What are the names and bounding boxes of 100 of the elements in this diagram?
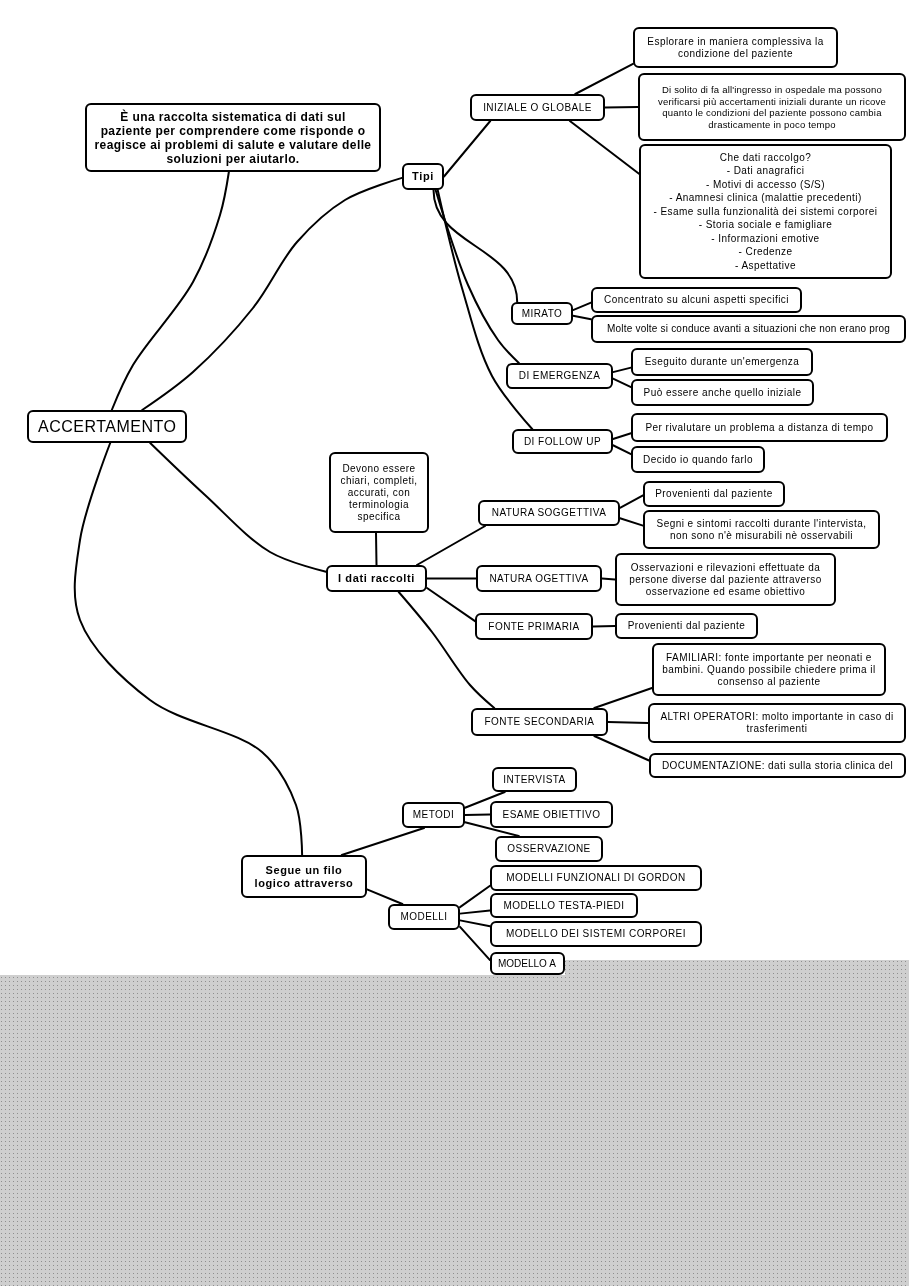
note-box: [615, 613, 758, 639]
note-box: [631, 348, 813, 376]
subtopic-box: [490, 801, 613, 828]
subtopic-text: METODI: [412, 809, 455, 821]
subtopic-text: OSSERVAZIONE: [507, 843, 591, 855]
note-box: [638, 73, 906, 141]
note-text: Decido io quando farlo: [643, 453, 753, 466]
subtopic-box: [471, 708, 608, 736]
note-box: [633, 27, 838, 68]
connector-line: [619, 517, 644, 527]
topic-text: Segue un filo logico attraverso: [253, 863, 355, 890]
subtopic-box: [512, 429, 613, 454]
note-box: [591, 287, 802, 313]
connector-line: [426, 577, 477, 580]
connector-line: [426, 586, 476, 623]
subtopic-box: [478, 500, 620, 526]
connector-line: [572, 314, 592, 321]
subtopic-box: [490, 865, 702, 891]
central-topic-box: [27, 410, 187, 443]
connector-line: [619, 494, 644, 509]
note-box: [329, 452, 429, 533]
list-item-text: - Informazioni emotive: [711, 231, 820, 246]
subtopic-text: MODELLO A: [498, 957, 556, 970]
list-item-text: - Esame sulla funzionalità dei sistemi corporei: [653, 204, 878, 219]
subtopic-box: [490, 921, 702, 947]
connector-line: [592, 625, 616, 628]
note-text: Molte volte si conduce avanti a situazioni che non erano prog: [607, 323, 890, 335]
connector-line: [432, 189, 519, 303]
note-box: [652, 643, 886, 696]
note-text: Provenienti dal paziente: [627, 620, 746, 632]
connector-line: [612, 377, 632, 389]
subtopic-box: [492, 767, 577, 792]
connector-line: [464, 813, 491, 816]
connector-line: [443, 120, 492, 178]
topic-text: Tipi: [412, 170, 434, 183]
note-text: Di solito di fa all'ingresso in ospedale ma possono verificarsi più accertamenti iniziali durante un ricove quanto le condizioni del paziente possono cambia drasticamente in poco tempo: [657, 84, 887, 130]
connector-line: [73, 442, 304, 856]
note-text: Osservazioni e rilevazioni effettuate da persone diverse dal paziente attraverso osservazione ed esame obiettivo: [628, 561, 823, 598]
subtopic-box: [476, 565, 602, 592]
subtopic-text: INIZIALE O GLOBALE: [483, 101, 592, 114]
connector-line: [436, 189, 534, 430]
connector-line: [459, 909, 491, 915]
connector-line: [612, 444, 632, 456]
subtopic-text: FONTE SECONDARIA: [484, 716, 595, 728]
subtopic-text: MODELLI: [400, 911, 448, 923]
connector-line: [459, 925, 491, 962]
connector-line: [572, 301, 592, 312]
connector-line: [568, 120, 640, 175]
subtopic-text: MIRATO: [521, 307, 563, 320]
connector-line: [434, 189, 520, 364]
note-box: [631, 413, 888, 442]
subtopic-text: ESAME OBIETTIVO: [502, 808, 601, 821]
list-item-text: - Aspettative: [735, 258, 796, 273]
connector-line: [607, 721, 649, 724]
note-box: [649, 753, 906, 778]
connector-line: [149, 442, 327, 573]
subtopic-text: DI FOLLOW UP: [523, 435, 602, 448]
subtopic-box: [470, 94, 605, 121]
note-text: ALTRI OPERATORI: molto importante in caso di trasferimenti: [659, 711, 895, 735]
list-item-text: Che dati raccolgo?: [719, 150, 812, 165]
note-box: [631, 379, 814, 406]
note-box: [631, 446, 765, 473]
connector-line: [593, 687, 653, 709]
note-text: Eseguito durante un'emergenza: [644, 356, 800, 368]
connector-line: [110, 171, 230, 411]
note-text: Per rivalutare un problema a distanza di tempo: [645, 421, 874, 434]
note-box: [639, 144, 892, 279]
connector-line: [593, 735, 650, 762]
subtopic-text: NATURA SOGGETTIVA: [491, 507, 607, 519]
note-box: [85, 103, 381, 172]
connector-line: [415, 525, 487, 566]
note-box: [648, 703, 906, 743]
connector-line: [340, 827, 426, 856]
topic-box: [326, 565, 427, 592]
connector-line: [464, 791, 506, 809]
subtopic-text: MODELLO TESTA-PIEDI: [503, 899, 625, 912]
subtopic-box: [490, 952, 565, 975]
connector-line: [612, 432, 632, 440]
subtopic-text: FONTE PRIMARIA: [488, 620, 580, 633]
subtopic-text: DI EMERGENZA: [518, 370, 601, 382]
central-topic-text: ACCERTAMENTO: [38, 417, 177, 436]
subtopic-box: [388, 904, 460, 930]
connector-line: [464, 821, 520, 837]
connector-line: [612, 366, 632, 374]
subtopic-box: [506, 363, 613, 389]
subtopic-box: [475, 613, 593, 640]
note-text: Segni e sintomi raccolti durante l'intervista, non sono n'è misurabili nè osservabili: [655, 517, 868, 542]
connector-line: [601, 577, 616, 581]
list-item-text: - Dati anagrafici: [726, 164, 805, 178]
note-text: Può essere anche quello iniziale: [643, 386, 802, 399]
note-box: [643, 481, 785, 507]
subtopic-box: [402, 802, 465, 828]
note-text: DOCUMENTAZIONE: dati sulla storia clinica del: [661, 759, 894, 772]
connector-line: [574, 62, 634, 95]
subtopic-text: NATURA OGETTIVA: [489, 572, 589, 585]
list-item-text: - Anamnesi clinica (malattie precedenti): [669, 191, 862, 205]
connector-line: [459, 919, 491, 928]
topic-box: [241, 855, 367, 898]
connector-line: [141, 176, 403, 411]
connector-line: [375, 532, 378, 566]
